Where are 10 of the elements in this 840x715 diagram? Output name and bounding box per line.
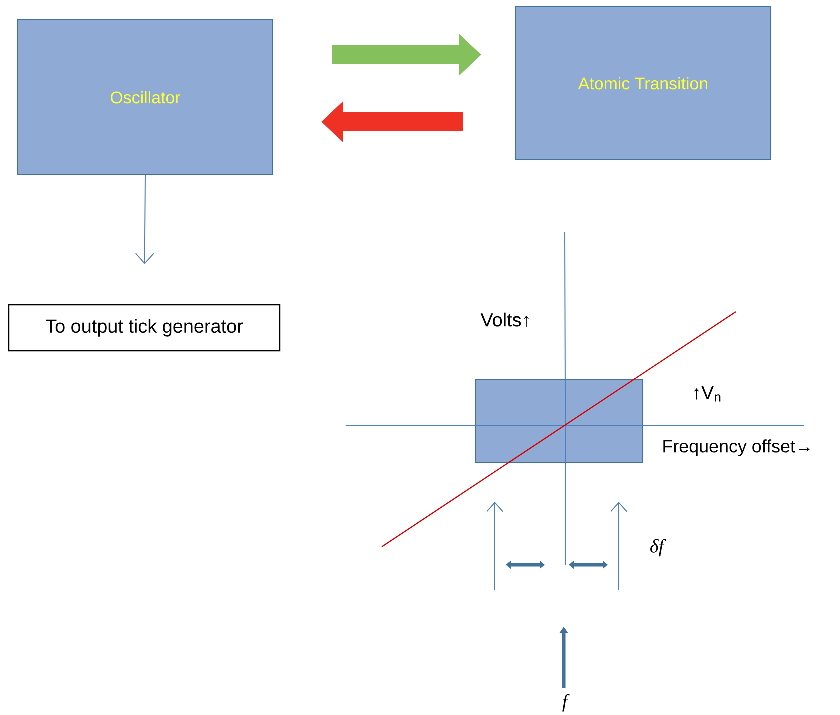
process-box: Atomic Transition: [516, 6, 772, 160]
axis-label: f: [562, 694, 570, 712]
axis-label: δf: [650, 539, 666, 557]
axis-label: Volts↑: [480, 312, 529, 328]
arrow: [135, 175, 154, 264]
axis-label: Frequency offset→: [664, 440, 810, 456]
process-box: Oscillator: [18, 20, 274, 176]
shaded-box: [476, 380, 644, 464]
axis-label: ↑V$_{n}$: [694, 386, 721, 402]
output-box: To output tick generator: [8, 304, 281, 352]
